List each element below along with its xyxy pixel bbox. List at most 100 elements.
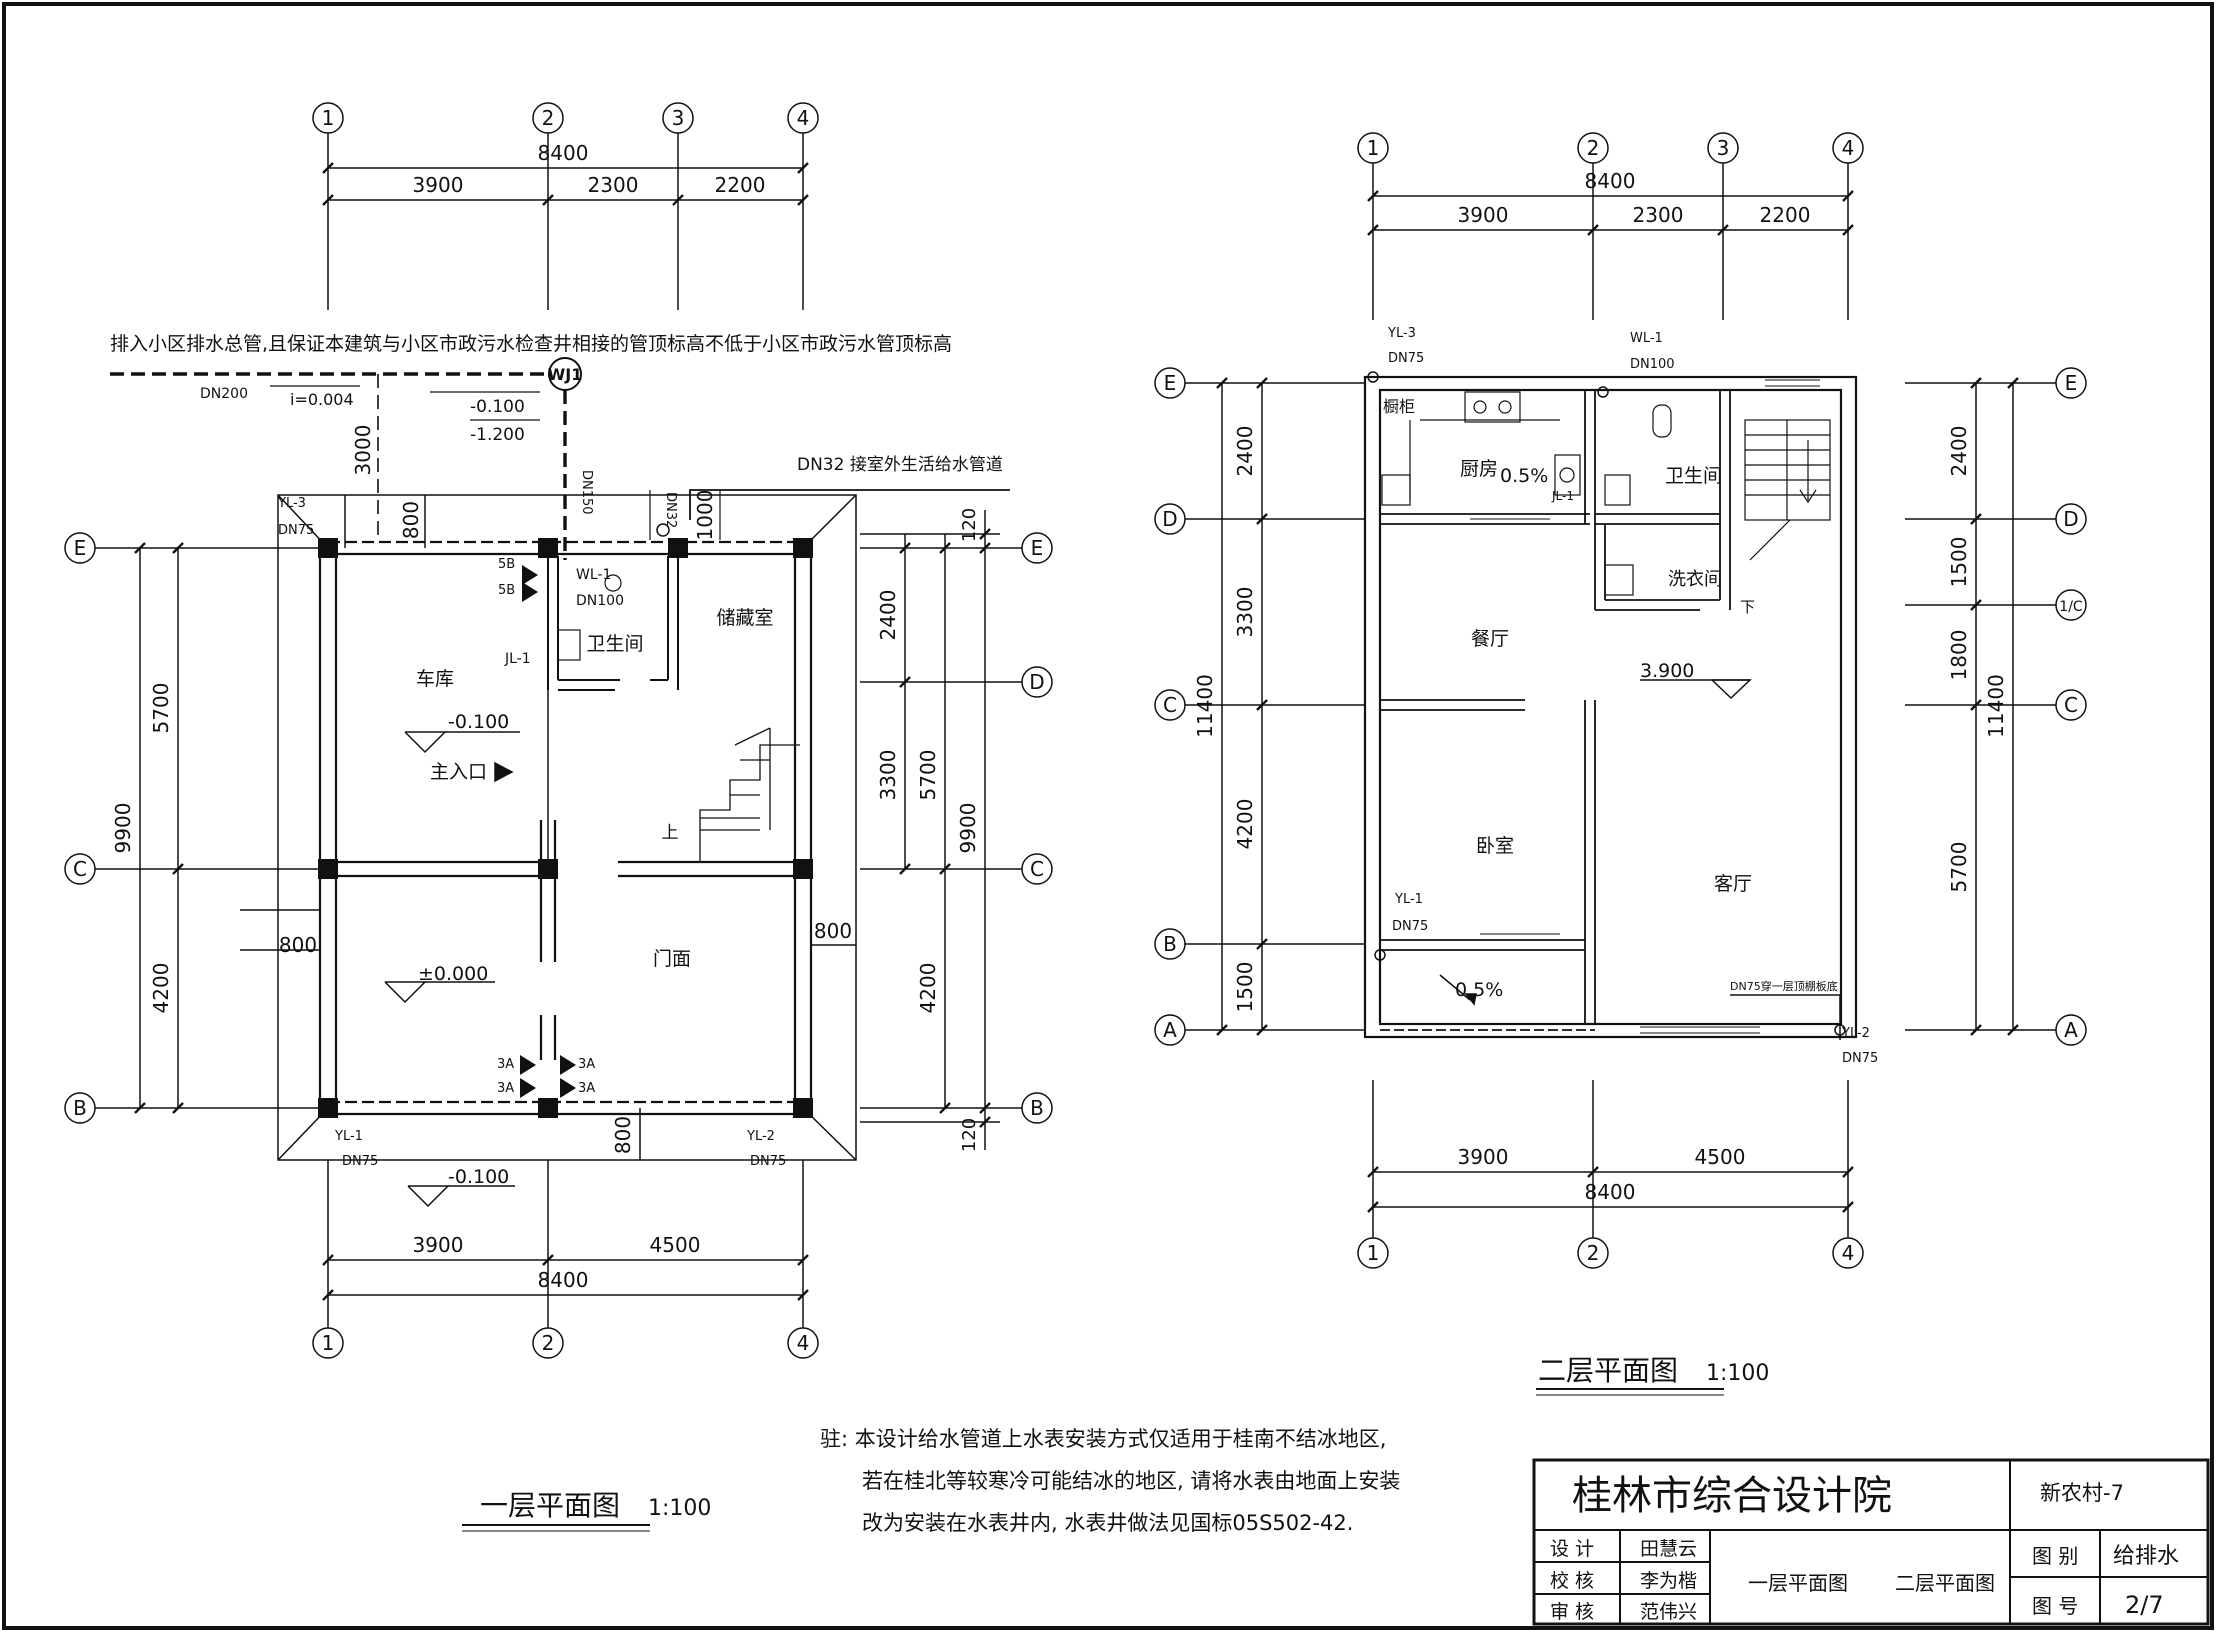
axis-label-b-right-f1: B — [1030, 1096, 1044, 1120]
titleblock-drawing-1: 一层平面图 — [1748, 1571, 1848, 1595]
riser-wl1-f2: WL-1 — [1630, 331, 1663, 346]
stair-f1 — [699, 727, 800, 862]
titleblock-check-label: 校 核 — [1550, 1570, 1594, 1592]
titleblock-design-label: 设 计 — [1550, 1538, 1594, 1560]
supply-pipe-label: DN32 接室外生活给水管道 — [797, 455, 1003, 475]
room-bedroom: 卧室 — [1476, 835, 1514, 857]
titleblock-drawing-2: 二层平面图 — [1895, 1571, 1995, 1595]
dim-3300-left-f2: 3300 — [1233, 587, 1257, 638]
riser-jl1-f2: JL-1 — [1551, 489, 1574, 503]
dim-2300-top-f2: 2300 — [1633, 203, 1684, 227]
label-entrance: 主入口 — [430, 761, 487, 783]
second-floor-plan — [1154, 132, 2087, 1269]
pipe-elev-1: -0.100 — [470, 397, 525, 417]
axis-label-4-top-f1: 4 — [797, 106, 810, 130]
room-laundry: 洗衣间 — [1668, 569, 1722, 590]
well-wj1-label: WJ1 — [548, 365, 583, 384]
riser-wl1-dn-f2: DN100 — [1630, 357, 1675, 372]
titleblock-org: 桂林市综合设计院 — [1572, 1473, 1892, 1519]
axis-label-a-right-f2: A — [2064, 1018, 2078, 1042]
axis-label-d-right-f1: D — [1029, 670, 1044, 694]
dim-5700-right-f1: 5700 — [916, 750, 940, 801]
dim-800-top-f1: 800 — [399, 501, 423, 539]
section-3a-left-top: 3A — [497, 1057, 514, 1072]
titleblock-number-label: 图 号 — [2032, 1594, 2078, 1618]
room-storage: 储藏室 — [716, 607, 773, 629]
axis-label-1c-right-f2: 1/C — [2059, 599, 2083, 615]
pipe-note-f2: DN75穿一层顶棚板底 — [1730, 979, 1838, 993]
level-f2: 3.900 — [1640, 660, 1694, 682]
titleblock-project: 新农村-7 — [2040, 1481, 2124, 1505]
dim-4200-left-f2: 4200 — [1233, 799, 1257, 850]
riser-wl1-f1: WL-1 — [576, 567, 611, 583]
title-block — [1532, 1458, 2210, 1626]
slope-balcony: 0.5% — [1455, 979, 1503, 1001]
axis-label-c-right-f2: C — [2064, 693, 2078, 717]
section-3a-left-bottom: 3A — [497, 1081, 514, 1096]
dim-1500-right-f2: 1500 — [1947, 537, 1971, 588]
supply-dn32-label: DN32 — [663, 492, 678, 528]
titleblock-review-label: 审 核 — [1550, 1601, 1594, 1623]
axis-bubbles-left-f1 — [64, 532, 320, 1124]
axis-label-2-bottom-f1: 2 — [542, 1331, 555, 1355]
pipe-dn200-label: DN200 — [200, 386, 248, 402]
dim-3900-top-f2: 3900 — [1458, 203, 1509, 227]
pipe-elev-2: -1.200 — [470, 425, 525, 445]
drain-note-f1: 排入小区排水总管,且保证本建筑与小区市政污水检查井相接的管顶标高不低于小区市政污… — [110, 333, 952, 355]
roof-overhang-outline — [277, 494, 857, 1161]
drain-pipes-f1 — [110, 372, 567, 560]
axis-label-b-left-f1: B — [73, 1096, 87, 1120]
dim-5700-right-f2: 5700 — [1947, 842, 1971, 893]
room-dining: 餐厅 — [1471, 628, 1509, 650]
riser-yl3-dn-f2: DN75 — [1388, 351, 1424, 366]
axis-label-d-left-f2: D — [1162, 507, 1177, 531]
section-3a-right-bottom: 3A — [578, 1081, 595, 1096]
dim-3000-f1: 3000 — [351, 425, 375, 476]
axis-label-4-bottom-f2: 4 — [1842, 1241, 1855, 1265]
dim-2200-top-f1: 2200 — [715, 173, 766, 197]
room-shop: 门面 — [653, 948, 691, 970]
dim-5700-left-f1: 5700 — [149, 683, 173, 734]
dim-3900-top-f1: 3900 — [413, 173, 464, 197]
room-living: 客厅 — [1714, 873, 1752, 895]
riser-yl2-f1: YL-2 — [746, 1129, 775, 1144]
dim-total-bottom-f2: 8400 — [1585, 1180, 1636, 1204]
fixtures-f2 — [1381, 391, 1672, 596]
dim-3900-bottom-f1: 3900 — [413, 1233, 464, 1257]
axis-label-4-bottom-f1: 4 — [797, 1331, 810, 1355]
section-markers-f1 — [520, 565, 576, 1098]
axis-label-d-right-f2: D — [2063, 507, 2078, 531]
riser-yl1-f1: YL-1 — [334, 1129, 363, 1144]
dim-120-top-right-f1: 120 — [959, 508, 980, 542]
first-floor-plan — [64, 102, 1053, 1359]
exterior-walls-f2 — [1363, 375, 1858, 1039]
riser-yl1-f2: YL-1 — [1394, 892, 1423, 907]
dim-1500-left-f2: 1500 — [1233, 962, 1257, 1013]
axis-label-b-left-f2: B — [1163, 932, 1177, 956]
title-second-floor: 二层平面图 — [1538, 1354, 1678, 1387]
dim-2400-right-f2: 2400 — [1947, 426, 1971, 477]
pipe-slope-label: i=0.004 — [290, 390, 354, 409]
doors-f2 — [1470, 379, 1820, 1034]
dim-4500-bottom-f1: 4500 — [650, 1233, 701, 1257]
pipe-dn150-label: DN150 — [579, 470, 594, 515]
supply-pipe-f1 — [689, 489, 1010, 520]
dim-9900-left-f1: 9900 — [111, 803, 135, 854]
bathroom-partition-f1 — [547, 556, 679, 691]
riser-wl1-dn-f1: DN100 — [576, 593, 624, 609]
axis-label-2-top-f2: 2 — [1587, 136, 1600, 160]
stair-f2 — [1744, 419, 1831, 561]
exterior-walls-f1 — [318, 540, 813, 1116]
title-first-floor: 一层平面图 — [480, 1489, 620, 1522]
axis-bubbles-bottom-f1 — [312, 1160, 819, 1359]
titleblock-check-name: 李为楷 — [1640, 1570, 1697, 1592]
interior-walls-f2 — [1380, 390, 1731, 1031]
dim-total-bottom-f1: 8400 — [538, 1268, 589, 1292]
axis-label-1-top-f1: 1 — [322, 106, 335, 130]
axis-label-1-top-f2: 1 — [1367, 136, 1380, 160]
axis-label-e-left-f2: E — [1164, 371, 1177, 395]
riser-jl1-f1: JL-1 — [504, 651, 531, 667]
axis-label-3-top-f2: 3 — [1717, 136, 1730, 160]
dim-11400-right-f2: 11400 — [1984, 674, 2008, 738]
